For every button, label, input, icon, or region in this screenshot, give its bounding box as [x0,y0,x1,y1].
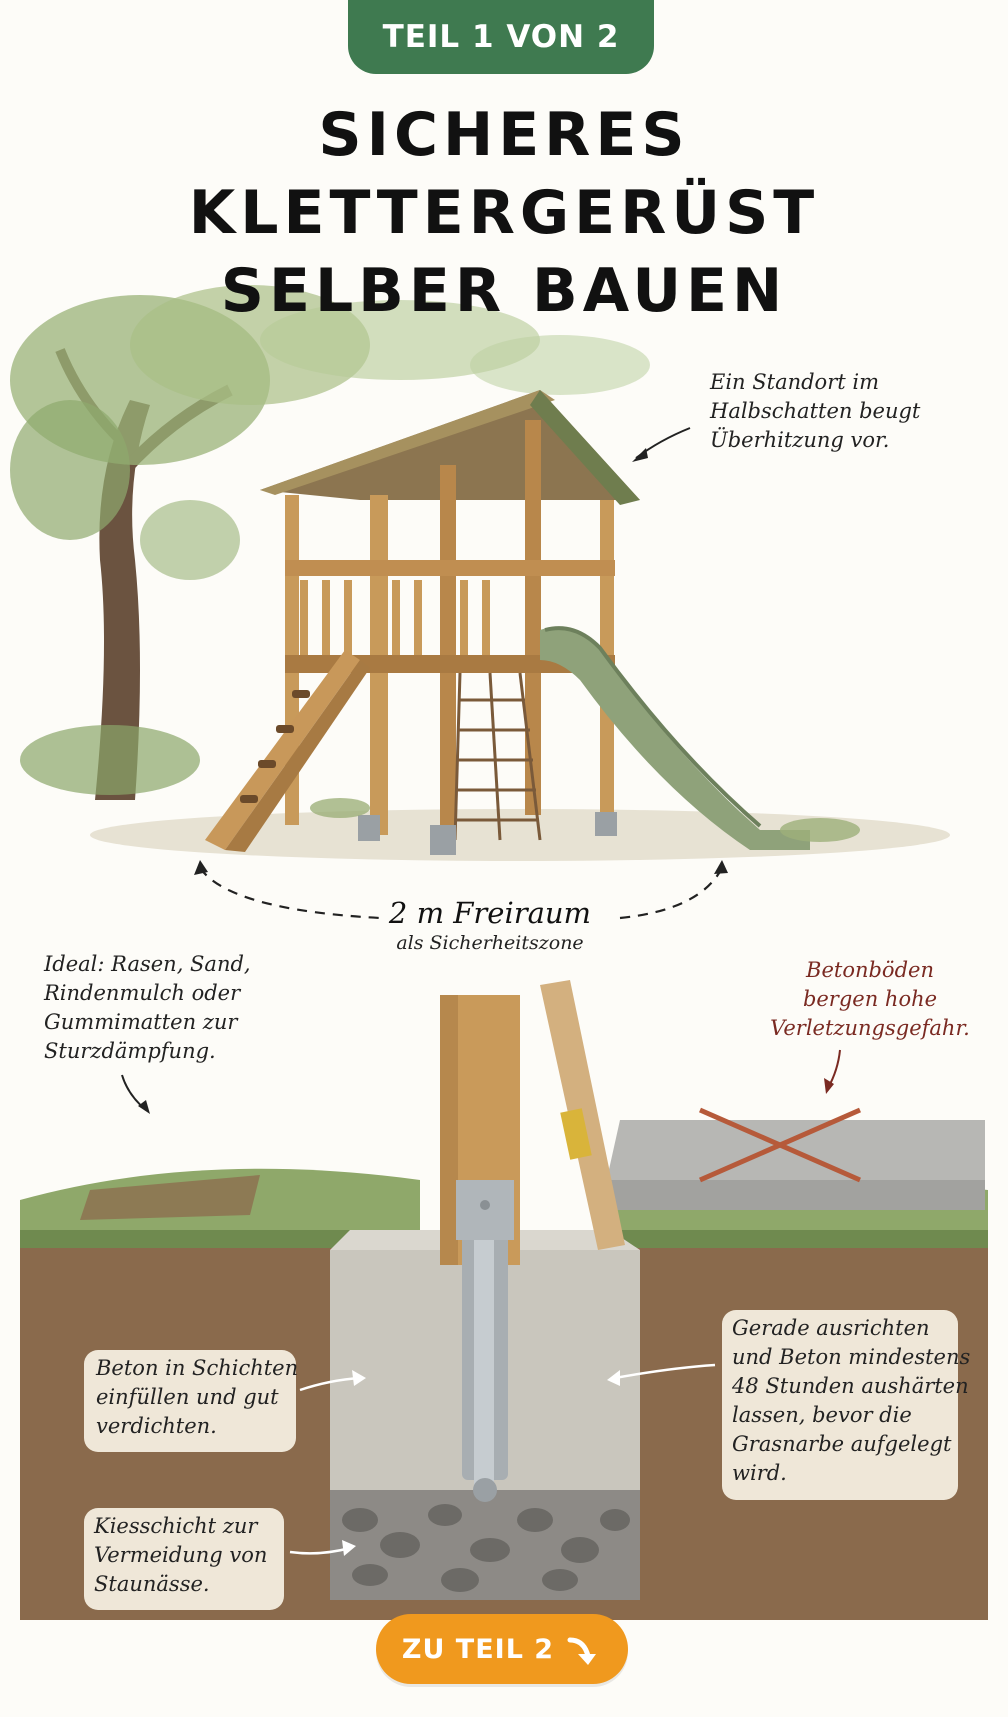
page-title: SICHERES KLETTERGERÜST SELBER BAUEN [0,96,1008,330]
arrow-ausrichten-icon [614,1363,716,1380]
note-ausrichten: Gerade ausrichten und Beton mindestens 4… [732,1316,971,1485]
safety-zone-arc [199,867,381,920]
title-line-2: KLETTERGERÜST [188,178,820,248]
safety-zone-caption: als Sicherheitszone [396,932,584,954]
arrow-down-right-icon [567,1637,597,1665]
climbing-frame-illustration [205,390,810,855]
arrow-up-right-icon [714,860,728,874]
title-line-1: SICHERES [318,100,690,170]
tree-illustration [10,285,650,800]
title-line-3: SELBER BAUEN [220,256,788,326]
next-part-label: ZU TEIL 2 [401,1633,555,1665]
safety-zone-arc-right [619,867,723,920]
safety-zone-label: 2 m Freiraum als Sicherheitszone [360,896,620,954]
note-standort: Ein Standort im Halbschatten beugt Überh… [710,370,921,452]
next-part-button[interactable]: ZU TEIL 2 [376,1614,628,1684]
part-badge: TEIL 1 VON 2 [348,0,654,74]
note-beton-warning: Betonböden bergen hohe Verletzungsgefahr… [770,958,970,1040]
safety-zone-distance: 2 m Freiraum [388,896,592,930]
note-kies: Kiesschicht zur Vermeidung von Staunässe… [94,1514,268,1596]
note-beton-schichten: Beton in Schichten einfüllen und gut ver… [96,1356,299,1438]
note-untergrund: Ideal: Rasen, Sand, Rindenmulch oder Gum… [44,952,251,1063]
grass-tufts [310,798,860,842]
arrow-up-left-icon [194,860,208,875]
